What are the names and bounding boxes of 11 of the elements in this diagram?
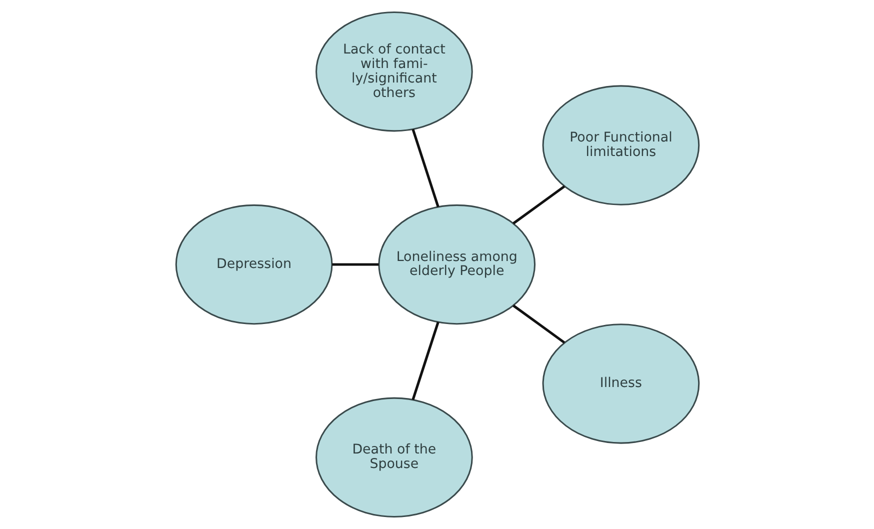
node-ellipse: Illness — [542, 324, 700, 444]
connector — [512, 304, 565, 344]
node-ellipse: Loneliness among elderly People — [378, 204, 536, 325]
node-ellipse: Lack of contact with fami- ly/significant others — [315, 11, 472, 132]
node-ellipse: Death of the Spouse — [315, 397, 472, 518]
connector — [332, 263, 378, 266]
connector — [512, 185, 565, 225]
node-ellipse: Depression — [174, 204, 332, 325]
connector — [411, 322, 439, 400]
connector — [411, 128, 439, 208]
node-ellipse: Poor Functional limitations — [542, 85, 700, 206]
